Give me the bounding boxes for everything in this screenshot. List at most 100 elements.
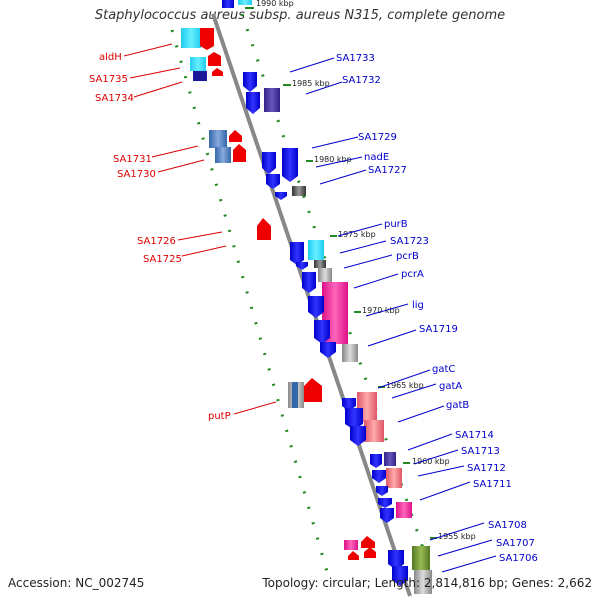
gene-label: gatB <box>446 400 469 411</box>
gene-SA1730 <box>215 147 231 163</box>
gene-arrow-reverse <box>361 536 375 548</box>
gene-SA1714 <box>370 454 382 468</box>
gene-arrow-reverse <box>304 378 322 402</box>
gene-label: gatA <box>439 381 462 392</box>
gene-bottom-left <box>344 540 358 550</box>
gene-label: SA1729 <box>358 132 397 143</box>
gene-arrow-forward <box>350 426 366 446</box>
scale-label: 1980 kbp <box>314 155 352 164</box>
gene-pcrA-grey <box>318 268 332 282</box>
gene-label: SA1727 <box>368 165 407 176</box>
gene-label: SA1714 <box>455 430 494 441</box>
gene-arrow-forward <box>302 272 316 293</box>
gene-label: purB <box>384 219 408 230</box>
gene-purB <box>290 242 304 265</box>
gene-arrow-forward <box>378 498 392 508</box>
genome-summary: Topology: circular; Length: 2,814,816 bp… <box>262 576 592 590</box>
gene-label: SA1708 <box>488 520 527 531</box>
gene-arrow-forward <box>380 508 394 523</box>
reverse-genes <box>181 28 376 560</box>
scale-label: 1990 kbp <box>256 0 294 8</box>
scale-labels: 1990 kbp 1985 kbp 1980 kbp 1975 kbp 1970… <box>256 0 476 541</box>
gene-arrow-reverse <box>364 547 376 558</box>
gene-gatC <box>342 398 356 411</box>
gene-SA1707 <box>412 546 430 570</box>
gene-pink-small <box>396 502 412 518</box>
gene-label: SA1732 <box>342 75 381 86</box>
gene-putP-core <box>292 382 298 408</box>
scale-label: 1970 kbp <box>362 306 400 315</box>
page-title: Staphylococcus aureus subsp. aureus N315… <box>94 8 506 23</box>
gene-SA1719-grey <box>342 344 358 362</box>
gene-label: aldH <box>99 52 122 63</box>
gene-arrow-reverse <box>212 68 223 76</box>
gene-arrow-reverse <box>208 52 221 66</box>
gene-label: SA1706 <box>499 553 538 564</box>
gene-SA1711 <box>376 486 388 496</box>
gene-gatB-salmon <box>364 420 384 442</box>
reverse-labels: aldH SA1735 SA1734 SA1731 SA1730 SA1726 … <box>89 43 277 422</box>
gene-arrow-reverse <box>229 130 242 142</box>
gene-label: putP <box>208 411 231 422</box>
gene-label: nadE <box>364 152 389 163</box>
gene-label: SA1719 <box>419 324 458 335</box>
gene-label: SA1734 <box>95 93 134 104</box>
gene-label: SA1707 <box>496 538 535 549</box>
gene-SA1727 <box>292 186 306 196</box>
gene-SA1732b <box>264 88 280 112</box>
gene-label: SA1731 <box>113 154 152 165</box>
gene-SA1735 <box>190 57 206 71</box>
gene-SA1719 <box>320 342 336 358</box>
gene-arrow-forward <box>314 320 330 344</box>
gene-label: pcrB <box>396 251 419 262</box>
scale-label: 1985 kbp <box>292 79 330 88</box>
forward-labels: SA1733 SA1732 SA1729 nadE SA1727 purB SA… <box>289 53 538 573</box>
gene-label: SA1726 <box>137 236 176 247</box>
scale-label: 1955 kbp <box>438 532 476 541</box>
gene-arrow-reverse <box>200 28 214 50</box>
gene-arrow-forward <box>266 174 280 189</box>
gene-label: SA1730 <box>117 169 156 180</box>
gene-SA1731 <box>209 130 227 148</box>
accession-text: Accession: NC_002745 <box>8 576 145 590</box>
gene-grey-bottom <box>414 570 432 594</box>
scale-label: 1960 kbp <box>412 457 450 466</box>
forward-genes <box>222 0 432 594</box>
gene-SA1734 <box>193 71 207 81</box>
gene-SA1712 <box>386 468 402 488</box>
gene-top-blue <box>222 0 234 8</box>
gene-SA1713 <box>384 452 396 466</box>
gene-label: pcrA <box>401 269 424 280</box>
scale-label: 1975 kbp <box>338 230 376 239</box>
gene-top-cyan <box>238 0 252 5</box>
gene-pcrB-grey <box>314 260 326 268</box>
gene-label: SA1713 <box>461 446 500 457</box>
scale-label: 1965 kbp <box>386 381 424 390</box>
gene-aldH <box>181 28 201 48</box>
gene-label: SA1712 <box>467 463 506 474</box>
gene-SA1726 <box>257 218 271 240</box>
gene-SA1706 <box>392 566 408 586</box>
gene-SA1729 <box>262 152 276 174</box>
gene-label: SA1735 <box>89 74 128 85</box>
gene-label: SA1711 <box>473 479 512 490</box>
reverse-track <box>170 29 330 576</box>
gene-gatB <box>345 408 363 430</box>
gene-label: SA1723 <box>390 236 429 247</box>
gene-arrow-reverse <box>233 144 246 162</box>
gene-SA1708 <box>388 550 404 570</box>
gene-arrow-forward <box>372 470 386 483</box>
gene-SA1733 <box>243 72 257 92</box>
gene-label: SA1733 <box>336 53 375 64</box>
gene-pcrB <box>296 262 308 270</box>
gene-arrow-reverse <box>348 551 359 560</box>
gene-lig <box>308 296 324 318</box>
gene-label: gatC <box>432 364 455 375</box>
gene-nadE <box>282 148 298 182</box>
gene-SA1723 <box>308 240 324 260</box>
gene-label: SA1725 <box>143 254 182 265</box>
gene-SA1732 <box>246 92 260 114</box>
gene-arrow-forward <box>275 192 287 200</box>
gene-label: lig <box>412 300 424 311</box>
